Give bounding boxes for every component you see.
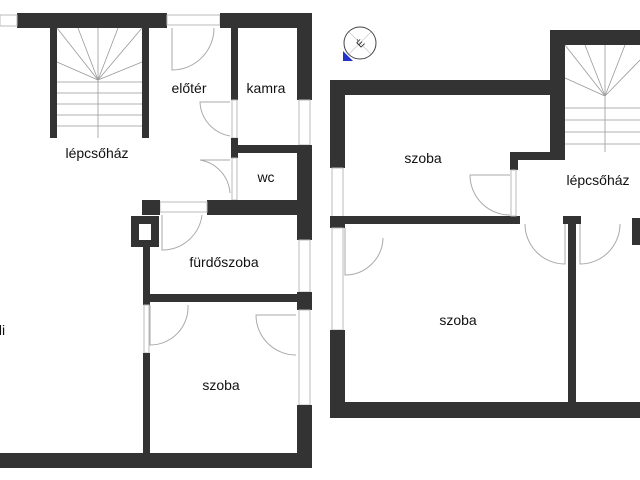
room-label-eloter: előtér	[171, 80, 207, 96]
right-staircase	[564, 44, 640, 152]
compass-marker	[343, 51, 353, 61]
right-floor-doors	[344, 174, 621, 276]
left-floor-doors	[149, 27, 297, 356]
left-staircase	[56, 27, 143, 138]
room-label-kamra: kamra	[246, 80, 286, 96]
room-label-furdoszoba: fürdőszoba	[189, 254, 259, 270]
compass-icon: É	[343, 26, 377, 61]
room-label-lepcsohaz-upper: lépcsőház	[566, 172, 630, 188]
room-label-szoba-upper: szoba	[404, 150, 442, 166]
room-label-lepcsohaz: lépcsőház	[65, 145, 129, 161]
room-label-szoba: szoba	[202, 377, 240, 393]
right-floor-walls	[330, 30, 640, 418]
room-label-nappali-partial: li	[0, 322, 6, 338]
left-floor-walls	[0, 13, 312, 468]
room-label-wc: wc	[257, 169, 275, 185]
room-label-szoba-large: szoba	[439, 312, 477, 328]
